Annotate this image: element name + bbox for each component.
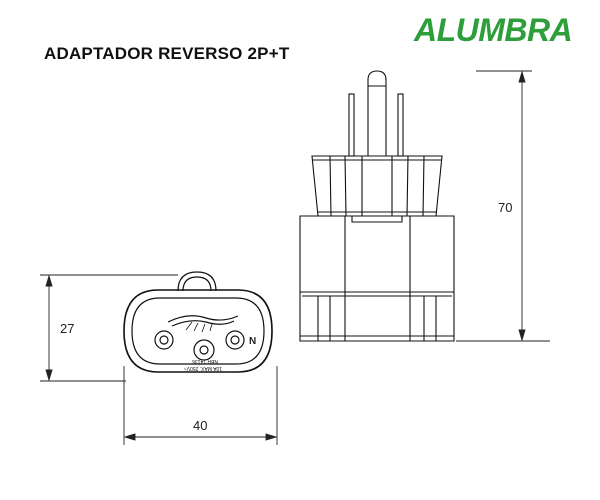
plug-collar xyxy=(311,155,443,223)
dimension-width-label: 40 xyxy=(193,418,207,433)
plug-side-view xyxy=(299,70,455,342)
polarity-label: N xyxy=(249,336,256,347)
dimension-length-label: 70 xyxy=(498,200,512,215)
dimension-width xyxy=(123,366,278,445)
plug-pins xyxy=(348,70,404,157)
dimension-height xyxy=(40,274,178,382)
plug-body xyxy=(299,215,455,342)
standard-marking: NBR 14136 xyxy=(192,358,218,364)
brand-logo: ALUMBRA xyxy=(414,12,573,48)
dimension-length xyxy=(456,70,550,342)
rating-marking: 10A MAX. 250V~ xyxy=(184,365,222,371)
dimension-height-label: 27 xyxy=(60,321,74,336)
socket-front-view xyxy=(123,271,273,373)
page-title: ADAPTADOR REVERSO 2P+T xyxy=(44,44,290,63)
